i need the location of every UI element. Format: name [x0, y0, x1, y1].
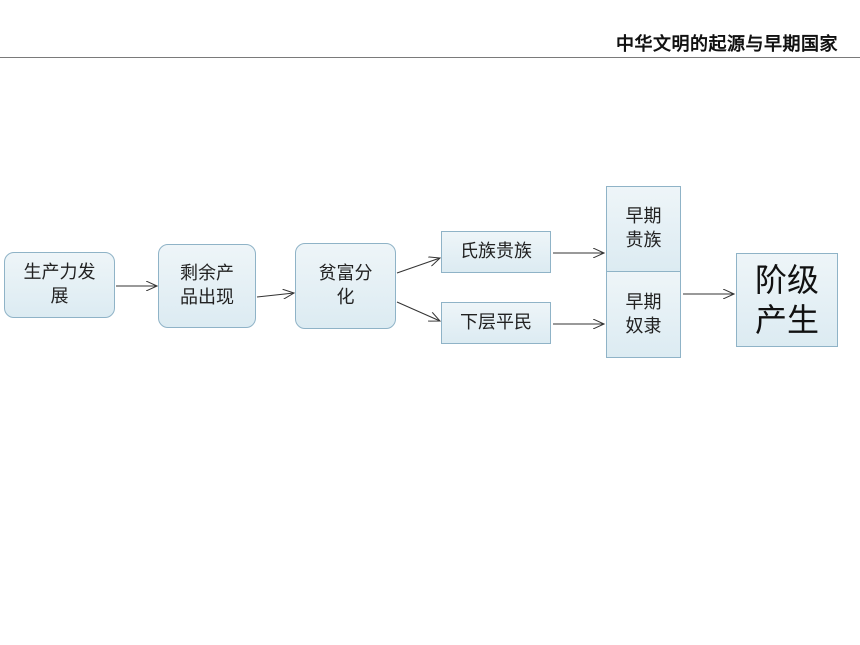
- node-surplus-products: 剩余产 品出现: [158, 244, 256, 328]
- node-clan-nobles: 氏族贵族: [441, 231, 551, 273]
- node-class-emerges: 阶级 产生: [736, 253, 838, 347]
- arrow-surplus-to-polarization: [256, 293, 294, 297]
- node-wealth-polarization: 贫富分 化: [295, 243, 396, 329]
- arrow-polarization-to-clan-nobles: [396, 258, 440, 274]
- page-title: 中华文明的起源与早期国家: [616, 34, 838, 55]
- node-productivity-development: 生产力发 展: [4, 252, 115, 318]
- node-early-slaves: 早期 奴隶: [606, 271, 681, 358]
- header-divider: [0, 57, 860, 58]
- arrow-polarization-to-commoners: [396, 301, 440, 321]
- node-lower-commoners: 下层平民: [441, 302, 551, 344]
